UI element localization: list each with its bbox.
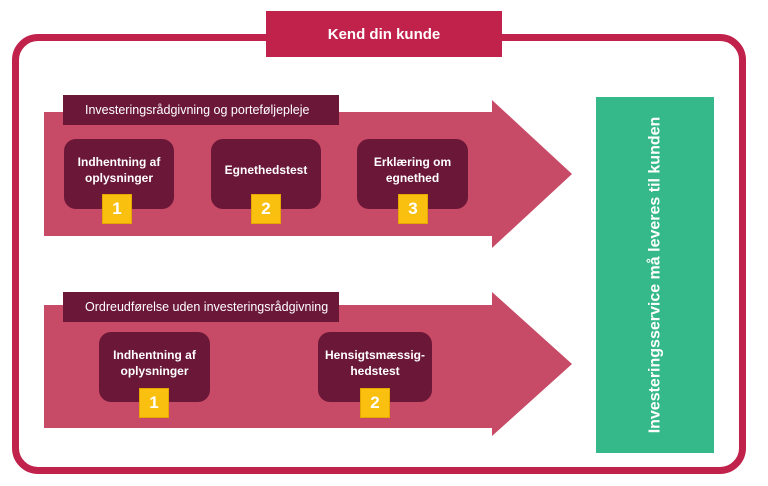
flow-label-text: Investeringsrådgivning og porteføljeplej… <box>85 103 310 117</box>
flow-label-text: Ordreudførelse uden investeringsrådgivni… <box>85 300 329 314</box>
step-text: Hensigtsmæssig-hedstest <box>324 347 426 378</box>
result-text: Investeringsservice må leveres til kunde… <box>646 116 664 434</box>
step-number-badge: 1 <box>139 388 169 418</box>
step-text: Erklæring om egnethed <box>373 154 452 185</box>
step-number-badge: 1 <box>102 194 132 224</box>
step-number-badge: 3 <box>398 194 428 224</box>
step-number-badge: 2 <box>360 388 390 418</box>
title-tab: Kend din kunde <box>266 11 502 57</box>
step-number-badge: 2 <box>251 194 281 224</box>
diagram-title: Kend din kunde <box>327 25 441 43</box>
step-number: 1 <box>112 199 122 218</box>
flow-label-investment-advice: Investeringsrådgivning og porteføljeplej… <box>63 95 339 125</box>
step-number: 1 <box>149 393 159 412</box>
step-text: Indhentning af oplysninger <box>77 154 161 185</box>
step-number: 2 <box>370 393 380 412</box>
step-number: 2 <box>261 199 271 218</box>
step-text: Indhentning af oplysninger <box>113 347 196 378</box>
result-box: Investeringsservice må leveres til kunde… <box>596 97 714 453</box>
step-text: Egnethedstest <box>224 162 308 177</box>
step-information-gathering: Indhentning af oplysninger <box>64 139 174 209</box>
flow-label-order-execution: Ordreudførelse uden investeringsrådgivni… <box>63 292 339 322</box>
step-number: 3 <box>408 199 418 218</box>
